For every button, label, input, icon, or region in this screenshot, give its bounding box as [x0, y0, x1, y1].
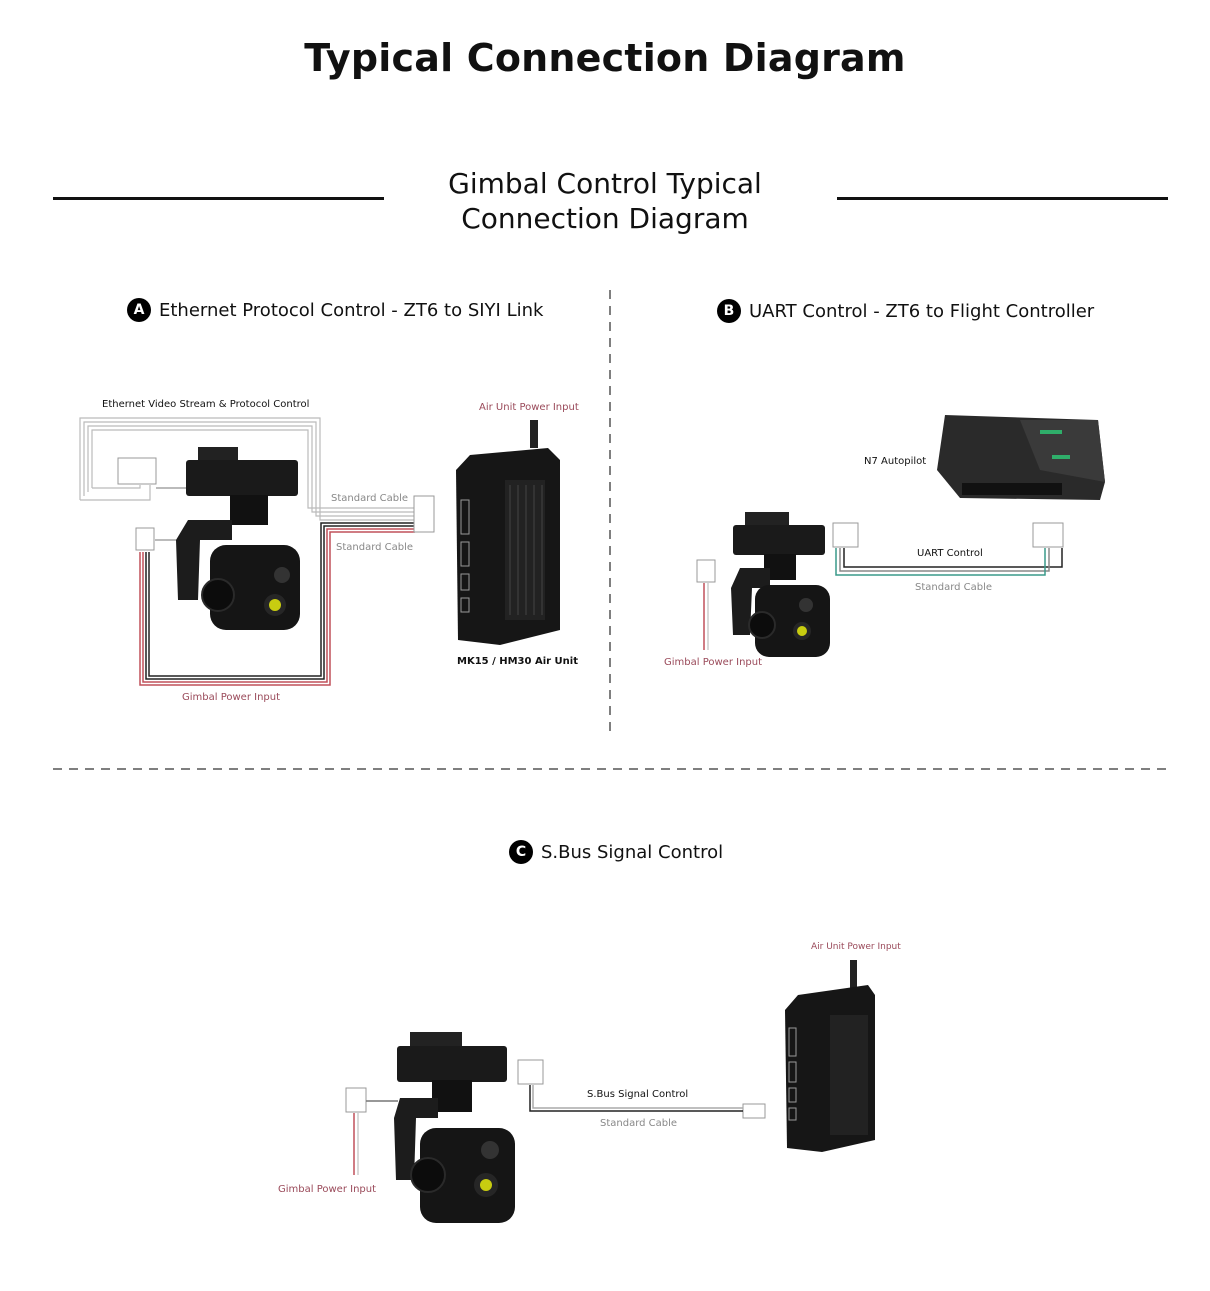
sbus-cable — [353, 1085, 743, 1175]
section-subtitle: Gimbal Control Typical Connection Diagra… — [400, 166, 810, 236]
ethernet-connector — [117, 457, 157, 485]
air-unit-power-label-c: Air Unit Power Input — [811, 942, 901, 952]
badge-c: C — [509, 840, 533, 864]
ethernet-cable — [79, 417, 415, 521]
gimbal-uart-connector — [832, 522, 859, 548]
air-unit-connector — [413, 495, 435, 533]
section-b-heading: B UART Control - ZT6 to Flight Controlle… — [717, 299, 1094, 323]
gimbal-power-label-b: Gimbal Power Input — [664, 657, 763, 668]
title-rule-left — [53, 197, 384, 200]
section-a-heading: A Ethernet Protocol Control - ZT6 to SIY… — [127, 298, 543, 322]
gimbal-power-label-c: Gimbal Power Input — [278, 1184, 377, 1195]
autopilot-label: N7 Autopilot — [864, 456, 927, 467]
section-c-title: S.Bus Signal Control — [541, 841, 724, 863]
section-a-title: Ethernet Protocol Control - ZT6 to SIYI … — [159, 299, 544, 321]
gimbal-sbus-connector — [517, 1059, 544, 1085]
gimbal-power-cable — [139, 522, 415, 686]
air-unit-name-label: MK15 / HM30 Air Unit — [457, 656, 578, 667]
power-connector-c — [345, 1087, 367, 1113]
section-b-title: UART Control - ZT6 to Flight Controller — [749, 300, 1095, 322]
standard-cable-label-a1: Standard Cable — [331, 493, 409, 504]
uart-control-label: UART Control — [917, 548, 983, 559]
air-unit-a — [456, 420, 560, 645]
gimbal-camera-b — [731, 512, 830, 657]
power-connector-b — [696, 559, 716, 583]
section-c-heading: C S.Bus Signal Control — [509, 840, 723, 864]
gimbal-power-label-a: Gimbal Power Input — [182, 692, 281, 703]
sbus-control-label: S.Bus Signal Control — [587, 1089, 689, 1100]
gimbal-camera-c — [394, 1032, 515, 1223]
diagram-b — [696, 415, 1105, 657]
uart-cable — [703, 548, 1063, 650]
ethernet-label: Ethernet Video Stream & Protocol Control — [102, 399, 310, 410]
subtitle-line-1: Gimbal Control Typical — [448, 167, 762, 200]
power-connector — [135, 527, 155, 551]
badge-b: B — [717, 299, 741, 323]
badge-a: A — [127, 298, 151, 322]
air-unit-power-label-a: Air Unit Power Input — [479, 402, 579, 413]
standard-cable-label-a2: Standard Cable — [336, 542, 414, 553]
subtitle-line-2: Connection Diagram — [461, 202, 749, 235]
diagram-c — [345, 960, 875, 1223]
standard-cable-label-b: Standard Cable — [915, 582, 993, 593]
air-unit-sbus-connector — [742, 1103, 766, 1119]
autopilot-device — [937, 415, 1105, 500]
standard-cable-label-c: Standard Cable — [600, 1118, 678, 1129]
page-title: Typical Connection Diagram — [304, 36, 906, 80]
autopilot-uart-connector — [1032, 522, 1064, 548]
title-rule-right — [837, 197, 1168, 200]
air-unit-c — [785, 960, 875, 1152]
diagram-a — [79, 417, 560, 686]
gimbal-camera-a — [176, 447, 300, 630]
